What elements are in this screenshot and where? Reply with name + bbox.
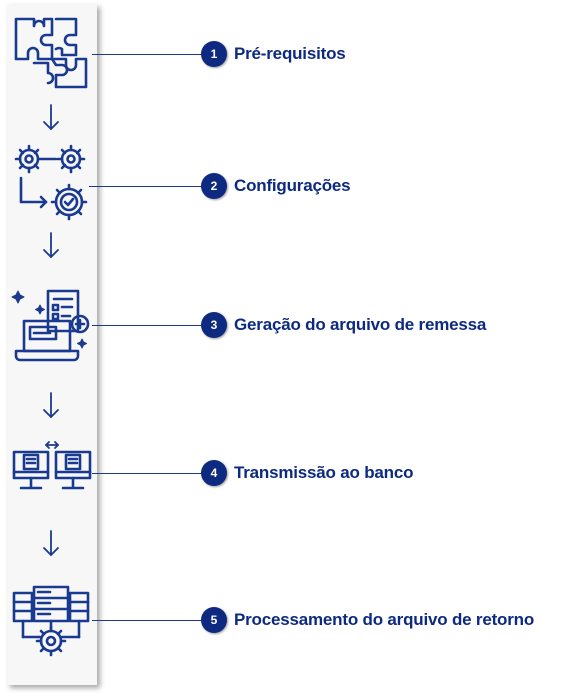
computer-transfer-icon bbox=[10, 440, 94, 500]
step-label: Configurações bbox=[234, 176, 351, 195]
step-label: Processamento do arquivo de retorno bbox=[234, 610, 535, 629]
step-5: 5 Processamento do arquivo de retorno bbox=[201, 607, 534, 633]
step-label: Pré-requisitos bbox=[234, 44, 346, 63]
step-label: Geração do arquivo de remessa bbox=[234, 315, 487, 334]
step-number-badge: 3 bbox=[201, 312, 227, 338]
step-number-badge: 5 bbox=[201, 607, 227, 633]
step-label: Transmissão ao banco bbox=[234, 463, 414, 482]
step-1: 1 Pré-requisitos bbox=[201, 41, 346, 67]
laptop-document-icon bbox=[10, 285, 94, 369]
step-number-badge: 4 bbox=[201, 460, 227, 486]
puzzle-icon bbox=[12, 13, 92, 93]
connector-line-4 bbox=[92, 473, 204, 474]
connector-line-3 bbox=[92, 325, 204, 326]
connector-line-5 bbox=[92, 620, 204, 621]
arrow-down-icon bbox=[41, 231, 61, 266]
server-gear-icon bbox=[10, 583, 94, 665]
step-number-badge: 1 bbox=[201, 41, 227, 67]
gears-check-icon bbox=[12, 142, 92, 222]
connector-line-2 bbox=[89, 186, 204, 187]
step-2: 2 Configurações bbox=[201, 173, 351, 199]
step-4: 4 Transmissão ao banco bbox=[201, 460, 413, 486]
arrow-down-icon bbox=[41, 529, 61, 564]
step-3: 3 Geração do arquivo de remessa bbox=[201, 312, 486, 338]
step-number-badge: 2 bbox=[201, 173, 227, 199]
arrow-down-icon bbox=[41, 391, 61, 426]
arrow-down-icon bbox=[41, 103, 61, 138]
connector-line-1 bbox=[92, 54, 204, 55]
